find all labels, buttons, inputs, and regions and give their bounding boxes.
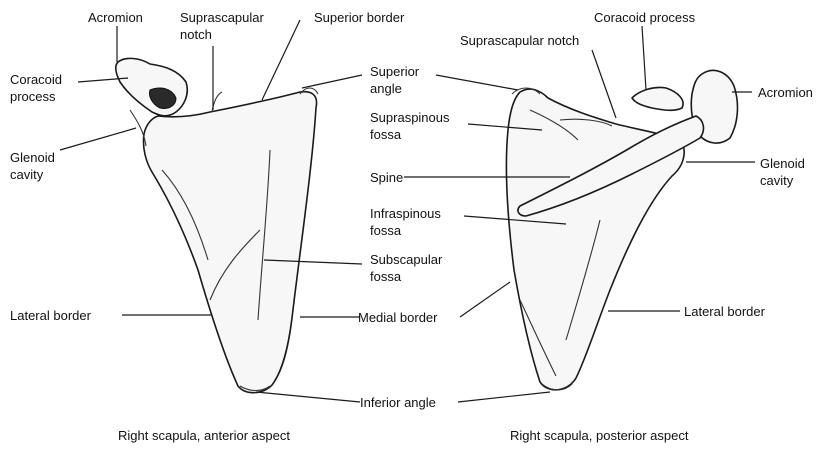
- anterior-scapula: [116, 58, 318, 392]
- label-anterior-superior-border: Superior border: [314, 10, 405, 25]
- posterior-scapula: [506, 70, 737, 390]
- posterior-coracoid-process: [632, 87, 683, 110]
- label-posterior-coracoid-process: Coracoid process: [594, 10, 696, 25]
- anterior-coracoid-process: [116, 58, 187, 115]
- label-spine: Spine: [370, 170, 403, 185]
- caption-posterior: Right scapula, posterior aspect: [510, 428, 689, 443]
- label-anterior-lateral-border: Lateral border: [10, 308, 92, 323]
- label-anterior-acromion: Acromion: [88, 10, 143, 25]
- label-posterior-suprascapular-notch: Suprascapular notch: [460, 33, 579, 48]
- label-medial-border: Medial border: [358, 310, 438, 325]
- anterior-scapula-blade: [143, 92, 316, 393]
- label-posterior-acromion: Acromion: [758, 85, 813, 100]
- label-posterior-lateral-border: Lateral border: [684, 304, 766, 319]
- caption-anterior: Right scapula, anterior aspect: [118, 428, 290, 443]
- label-inferior-angle: Inferior angle: [360, 395, 436, 410]
